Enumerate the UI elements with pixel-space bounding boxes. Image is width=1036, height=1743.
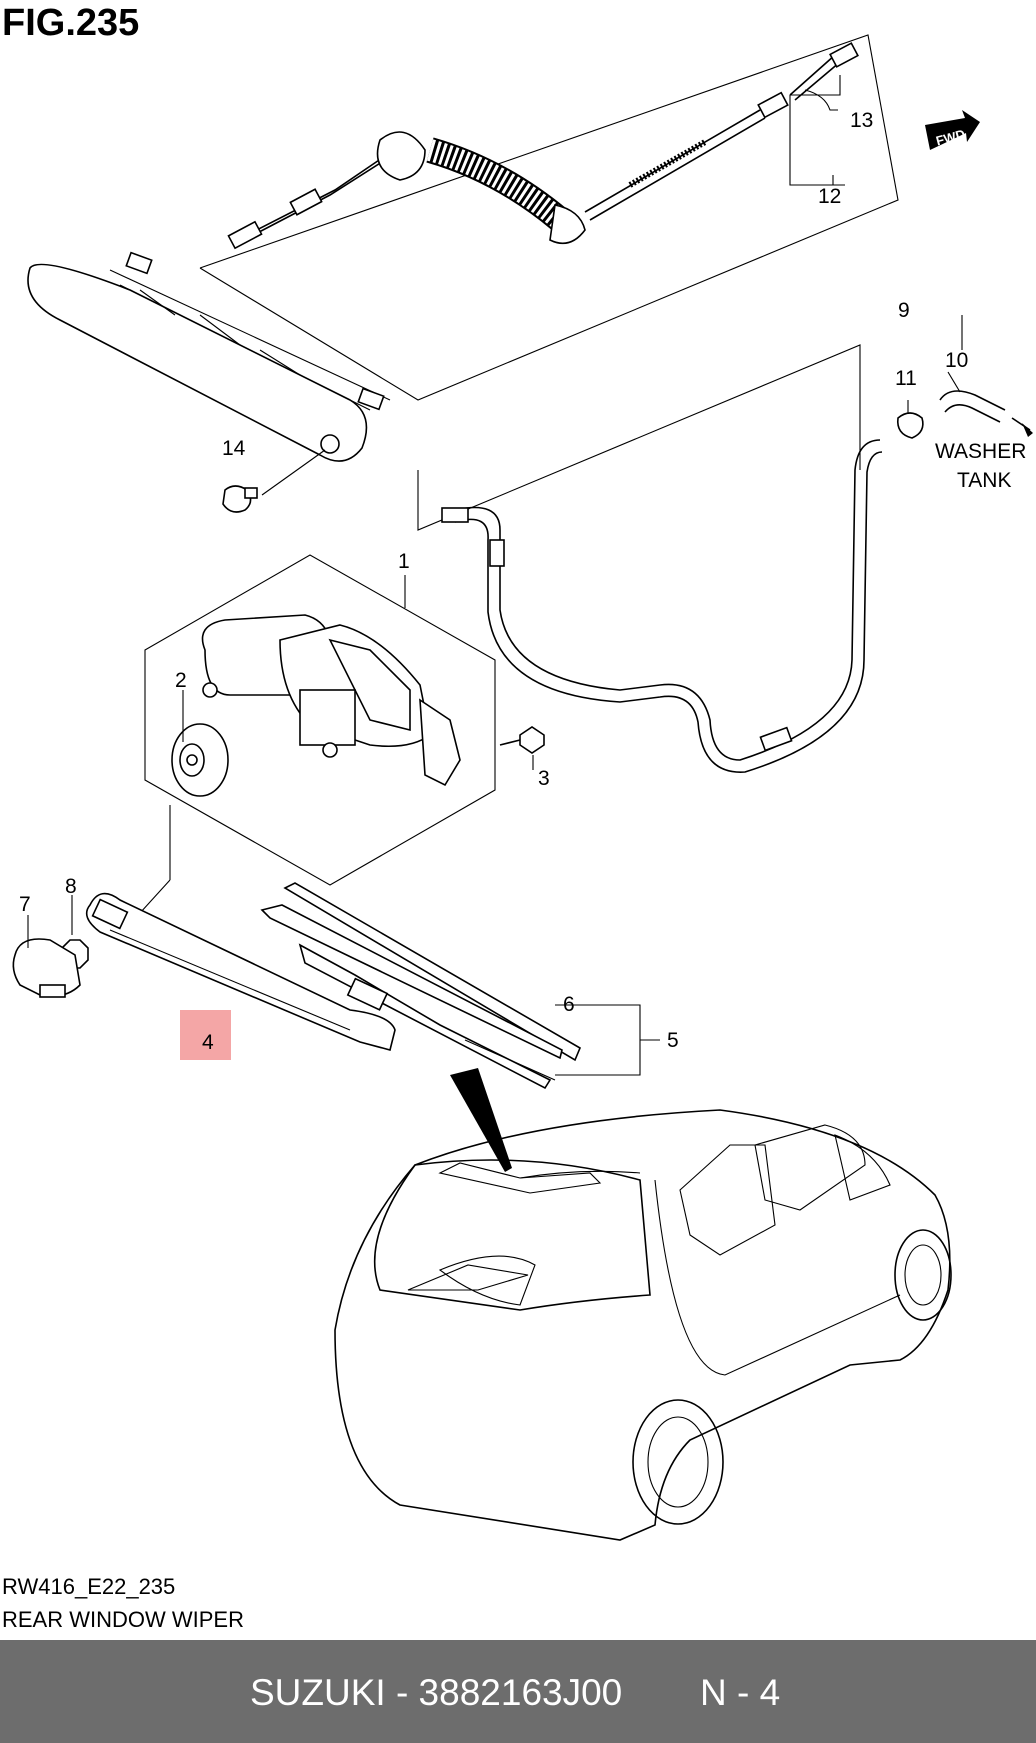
callout-8: 8 xyxy=(65,875,77,898)
callout-6: 6 xyxy=(563,993,575,1016)
callout-10: 10 xyxy=(945,349,968,372)
footer-part-number: SUZUKI - 3882163J00 xyxy=(250,1672,623,1713)
clip-part-14 xyxy=(222,485,258,513)
callout-13: 13 xyxy=(850,109,873,132)
wiper-motor-assembly xyxy=(144,554,545,886)
vehicle-illustration xyxy=(334,1068,952,1541)
callout-2: 2 xyxy=(175,669,187,692)
callout-5: 5 xyxy=(667,1029,679,1052)
callout-12: 12 xyxy=(818,185,841,208)
wiper-arm-blade xyxy=(12,805,660,1090)
harness-assembly xyxy=(199,34,899,401)
washer-hose xyxy=(417,315,1033,773)
callout-9: 9 xyxy=(898,299,910,322)
callout-14: 14 xyxy=(222,437,246,460)
washer-label-line1: WASHER xyxy=(935,440,1026,463)
washer-label-line2: TANK xyxy=(957,469,1011,492)
callout-11: 11 xyxy=(895,367,917,390)
fwd-arrow-icon: FWD xyxy=(925,110,980,150)
stop-lamp xyxy=(27,251,391,496)
highlight-part-4 xyxy=(180,1010,231,1060)
footer-position: N - 4 xyxy=(700,1672,781,1713)
fwd-label: FWD xyxy=(934,126,966,148)
figure-title: FIG.235 xyxy=(2,2,140,44)
callout-7: 7 xyxy=(19,893,31,916)
reference-code: RW416_E22_235 xyxy=(2,1574,176,1599)
parts-diagram: FWD 1 2 3 4 5 6 7 8 9 10 11 12 13 14 WAS… xyxy=(12,34,1033,1541)
footer-bar: SUZUKI - 3882163J00 N - 4 xyxy=(0,1640,1036,1743)
callout-4: 4 xyxy=(202,1031,214,1054)
diagram-caption: REAR WINDOW WIPER xyxy=(2,1607,244,1632)
callout-1: 1 xyxy=(398,550,410,573)
callout-3: 3 xyxy=(538,767,550,790)
